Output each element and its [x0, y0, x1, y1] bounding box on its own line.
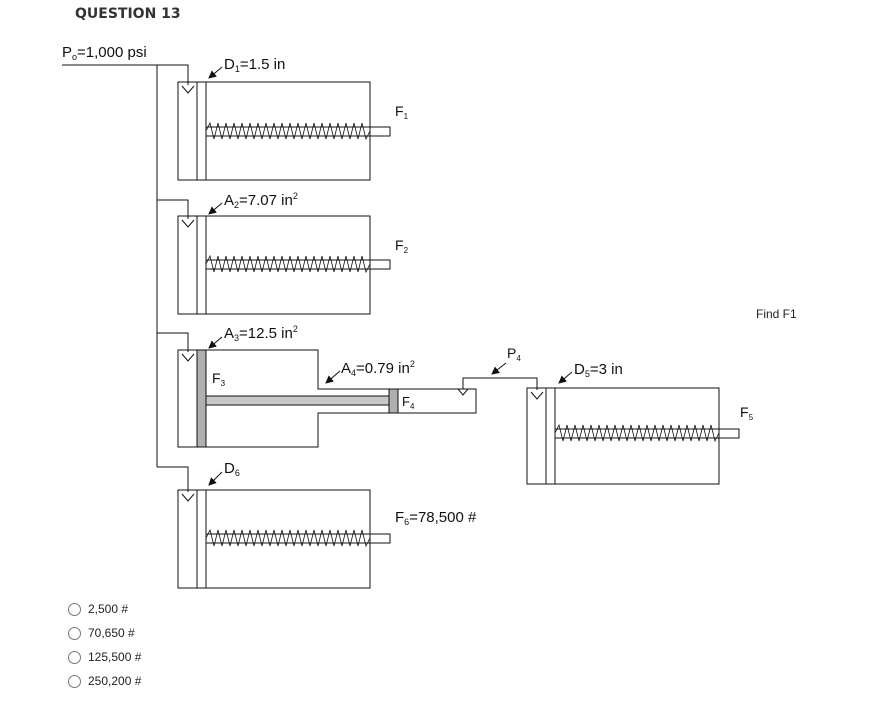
- f1-label: F1: [395, 103, 409, 121]
- radio-button[interactable]: [68, 674, 81, 688]
- d1-label: D1=1.5 in: [224, 56, 285, 74]
- a3-label: A3=12.5 in2: [224, 324, 298, 343]
- spring-6: [205, 528, 371, 548]
- cylinder-2: [177, 215, 391, 315]
- spring-1: [205, 121, 371, 141]
- f3-label: F3: [212, 370, 226, 388]
- answer-option-label: 2,500 #: [88, 602, 129, 616]
- cylinder-1: [177, 81, 391, 181]
- d6-label: D6: [224, 460, 240, 478]
- f6-label: F6=78,500 #: [395, 509, 477, 527]
- cylinder-5: [526, 387, 740, 485]
- answer-option-3[interactable]: 125,500 #: [68, 645, 141, 669]
- leader-arrows: [208, 66, 573, 486]
- answer-option-2[interactable]: 70,650 #: [68, 621, 141, 645]
- cylinder-6: [177, 489, 391, 589]
- p4-label: P4: [507, 345, 521, 363]
- hydraulic-circuit-diagram: Po=1,000 psi D1=1.5 in F1 A2=7.07 in2 F2…: [62, 44, 754, 589]
- radio-button[interactable]: [68, 626, 81, 640]
- d5-label: D5=3 in: [574, 361, 623, 379]
- answer-option-4[interactable]: 250,200 #: [68, 669, 141, 693]
- f4-label: F4: [402, 394, 415, 411]
- answer-option-1[interactable]: 2,500 #: [68, 597, 141, 621]
- cylinder-3: [177, 349, 477, 448]
- radio-button[interactable]: [68, 602, 81, 616]
- supply-lines: [62, 64, 538, 492]
- answer-option-label: 70,650 #: [88, 626, 135, 640]
- answer-options: 2,500 # 70,650 # 125,500 # 250,200 #: [68, 597, 141, 693]
- answer-option-label: 125,500 #: [88, 650, 142, 664]
- answer-option-label: 250,200 #: [88, 674, 142, 688]
- question-instruction: Find F1: [756, 307, 797, 321]
- spring-2: [205, 254, 371, 274]
- f2-label: F2: [395, 237, 409, 255]
- question-title: QUESTION 13: [75, 6, 181, 22]
- a4-label: A4=0.79 in2: [341, 359, 415, 378]
- a2-label: A2=7.07 in2: [224, 191, 298, 210]
- radio-button[interactable]: [68, 650, 81, 664]
- spring-5: [554, 423, 720, 443]
- p0-label: Po=1,000 psi: [62, 44, 147, 62]
- f5-label: F5: [740, 404, 754, 422]
